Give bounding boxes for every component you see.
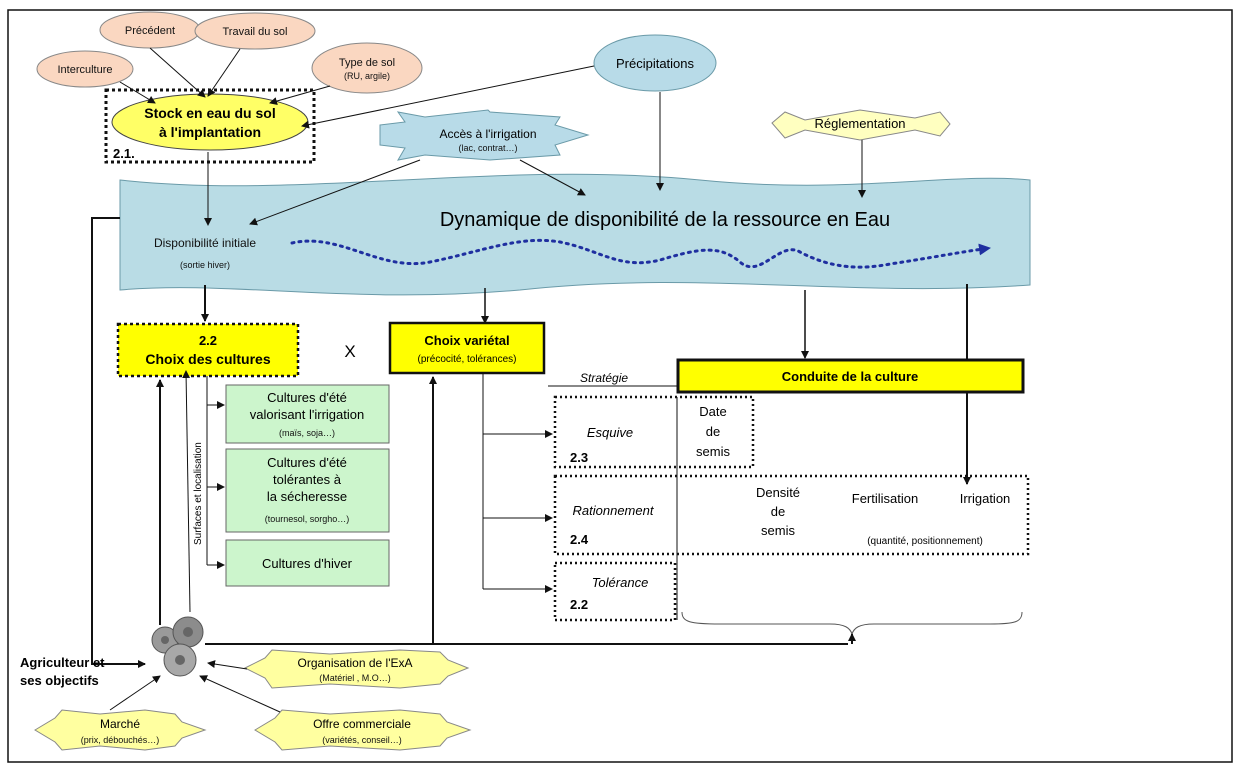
reglementation-shape — [771, 109, 951, 141]
rationnement-label: Rationnement — [573, 503, 655, 518]
farmer-gears-icon — [151, 616, 204, 677]
right-blank-area — [1025, 11, 1231, 761]
tolerance-label: Tolérance — [592, 575, 649, 590]
rationnement-box — [553, 474, 1030, 556]
stock-line2: à l'implantation — [159, 124, 261, 140]
date-semis-line2: de — [706, 424, 720, 439]
strategie-label: Stratégie — [580, 371, 628, 385]
date-semis-line3: semis — [696, 444, 730, 459]
rationnement-ref: 2.4 — [570, 532, 589, 547]
culture-card-2 — [225, 448, 390, 533]
densite-line2: de — [771, 504, 785, 519]
esquive-label: Esquive — [587, 425, 633, 440]
culture-3-line-1: Cultures d'hiver — [262, 556, 353, 571]
esquive-ref: 2.3 — [570, 450, 588, 465]
agriculteur-line2: ses objectifs — [20, 673, 99, 688]
type-sol-oval — [311, 42, 423, 94]
culture-1-sub: (maïs, soja…) — [279, 428, 335, 438]
outer-frame — [7, 9, 1233, 763]
irrigation-label: Irrigation — [960, 491, 1011, 506]
offre-shape — [254, 709, 472, 751]
arrow-irrigation-band — [519, 159, 586, 196]
culture-1-line-2: valorisant l'irrigation — [250, 407, 364, 422]
arrow-type-sol — [269, 85, 331, 105]
choix-cultures-title: Choix des cultures — [145, 351, 270, 367]
choix-varietal-box — [388, 321, 546, 375]
choix-cultures-ref: 2.2 — [199, 333, 217, 348]
water-band — [119, 173, 1031, 296]
agriculteur-line1: Agriculteur et — [20, 655, 105, 670]
organisation-sub: (Matériel , M.O…) — [319, 673, 391, 683]
precedent-label: Précédent — [125, 25, 175, 37]
choix-varietal-sub: (précocité, tolérances) — [418, 354, 517, 365]
reglementation-label: Réglementation — [814, 116, 905, 131]
arrow-irrigation-initial — [249, 159, 421, 226]
culture-2-sub: (tournesol, sorgho…) — [265, 514, 350, 524]
marche-sub: (prix, débouchés…) — [81, 735, 160, 745]
fertilisation-label: Fertilisation — [852, 491, 918, 506]
date-semis-line1: Date — [699, 404, 726, 419]
densite-line1: Densité — [756, 485, 800, 500]
esquive-box — [553, 395, 755, 469]
tolerance-ref: 2.2 — [570, 597, 588, 612]
precipitations-label: Précipitations — [616, 56, 695, 71]
organisation-shape — [243, 649, 470, 689]
initial-availability-label: Disponibilité initiale — [154, 236, 256, 250]
type-sol-sub: (RU, argile) — [344, 71, 390, 81]
offre-title: Offre commerciale — [313, 717, 411, 731]
type-sol-label: Type de sol — [339, 57, 395, 69]
travail-sol-oval — [194, 12, 316, 50]
marche-title: Marché — [100, 717, 140, 731]
choix-cultures-box — [116, 322, 300, 378]
culture-2-line-1: Cultures d'été — [267, 455, 347, 470]
practices-brace — [681, 611, 1023, 636]
organisation-title: Organisation de l'ExA — [297, 656, 412, 670]
culture-1-line-1: Cultures d'été — [267, 390, 347, 405]
arrow-marche — [109, 675, 161, 711]
loop-line-left — [91, 217, 146, 668]
culture-2-line-3: la sécheresse — [267, 489, 347, 504]
conduite-title: Conduite de la culture — [782, 369, 919, 384]
interculture-label: Interculture — [57, 64, 112, 76]
water-band-title: Dynamique de disponibilité de la ressour… — [440, 209, 890, 231]
initial-availability-sub: (sortie hiver) — [180, 260, 230, 270]
choix-varietal-title: Choix variétal — [424, 333, 509, 348]
stock-oval — [111, 93, 309, 151]
culture-2-line-2: tolérantes à — [273, 472, 342, 487]
precipitations-oval — [593, 34, 717, 92]
densite-line3: semis — [761, 523, 795, 538]
arrow-organisation — [207, 660, 248, 670]
water-dynamics-curve — [290, 238, 992, 269]
arrow-precip-stock — [301, 65, 595, 129]
irrigation-access-sub: (lac, contrat…) — [458, 143, 517, 153]
irrigation-access-star — [379, 109, 590, 161]
arrow-precedent — [149, 47, 206, 98]
tolerance-box — [553, 561, 677, 622]
travail-sol-label: Travail du sol — [222, 26, 287, 38]
cross-symbol: X — [344, 342, 355, 361]
culture-card-1 — [225, 384, 390, 444]
interculture-oval — [36, 50, 134, 88]
arrow-farmer-cultures-2 — [182, 370, 191, 613]
arrow-offre — [199, 675, 281, 713]
offre-sub: (variétés, conseil…) — [322, 735, 402, 745]
marche-shape — [34, 709, 207, 751]
stock-ref: 2.1. — [113, 146, 135, 161]
culture-card-3 — [225, 539, 390, 587]
stock-line1: Stock en eau du sol — [144, 105, 275, 121]
irrigation-access-title: Accès à l'irrigation — [440, 127, 537, 141]
surfaces-localisation-label: Surfaces et localisation — [193, 442, 204, 545]
arrow-travail — [207, 48, 241, 97]
arrow-interculture — [119, 81, 156, 104]
rationnement-sub: (quantité, positionnement) — [867, 536, 983, 547]
conduite-box — [676, 358, 1025, 394]
